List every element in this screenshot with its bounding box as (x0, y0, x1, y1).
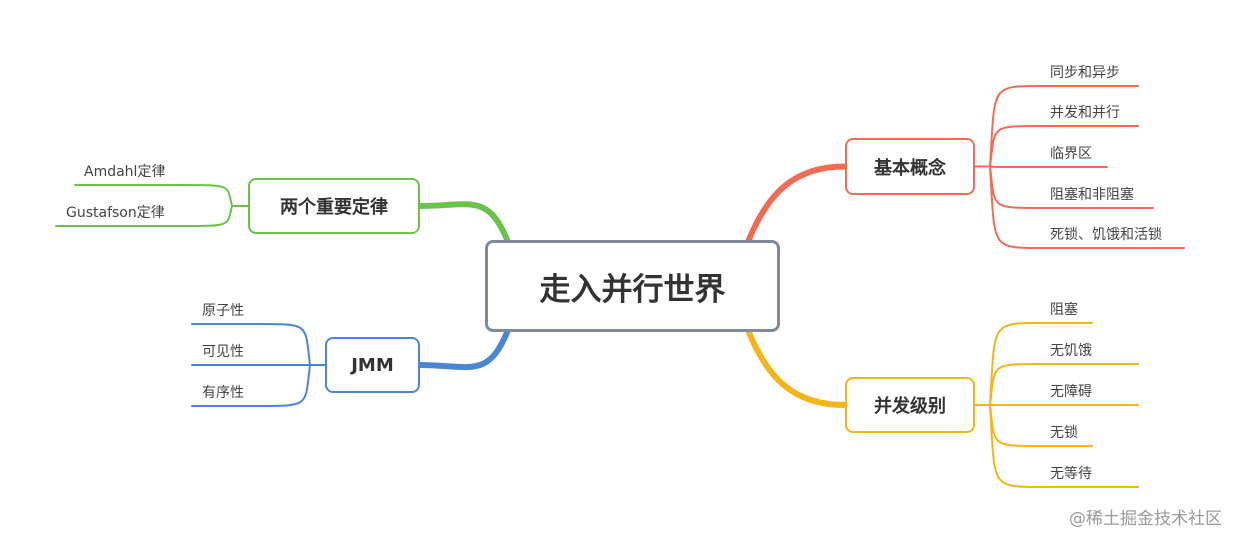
leaf-node[interactable]: 无饥饿 (1050, 343, 1092, 359)
child-connector (989, 85, 1139, 168)
branch-node-basic-concepts[interactable]: 基本概念 (845, 138, 975, 195)
child-connector (989, 125, 1139, 168)
child-connector (989, 322, 1093, 406)
leaf-node[interactable]: 死锁、饥饿和活锁 (1050, 227, 1162, 243)
child-connector (74, 184, 233, 207)
watermark: @稀土掘金技术社区 (1069, 509, 1222, 529)
child-connector (989, 165, 1108, 168)
leaf-node[interactable]: 并发和并行 (1050, 105, 1120, 121)
child-connector (989, 363, 1139, 406)
branch-connector (745, 163, 848, 245)
child-connector (989, 165, 1185, 249)
branch-node-two-laws[interactable]: 两个重要定律 (248, 178, 420, 234)
branch-connector (417, 201, 511, 245)
leaf-node[interactable]: Amdahl定律 (84, 164, 166, 180)
root-node[interactable]: 走入并行世界 (485, 240, 780, 332)
branch-node-jmm[interactable]: JMM (325, 337, 420, 393)
leaf-node[interactable]: 有序性 (202, 385, 244, 401)
leaf-node[interactable]: 阻塞和非阻塞 (1050, 187, 1134, 203)
child-connector (191, 323, 311, 366)
leaf-node[interactable]: 无等待 (1050, 466, 1092, 482)
child-connector (55, 205, 233, 227)
branch-node-concurrency-levels[interactable]: 并发级别 (845, 377, 975, 433)
leaf-node[interactable]: 无锁 (1050, 425, 1078, 441)
leaf-node[interactable]: Gustafson定律 (66, 205, 165, 221)
leaf-node[interactable]: 阻塞 (1050, 302, 1078, 318)
leaf-node[interactable]: 同步和异步 (1050, 65, 1120, 81)
branch-connector (417, 327, 511, 371)
leaf-node[interactable]: 可见性 (202, 344, 244, 360)
branch-connector (745, 327, 848, 408)
leaf-node[interactable]: 无障碍 (1050, 384, 1092, 400)
child-connector (191, 364, 311, 407)
leaf-node[interactable]: 临界区 (1050, 146, 1092, 162)
leaf-node[interactable]: 原子性 (202, 303, 244, 319)
child-connector (989, 404, 1139, 488)
